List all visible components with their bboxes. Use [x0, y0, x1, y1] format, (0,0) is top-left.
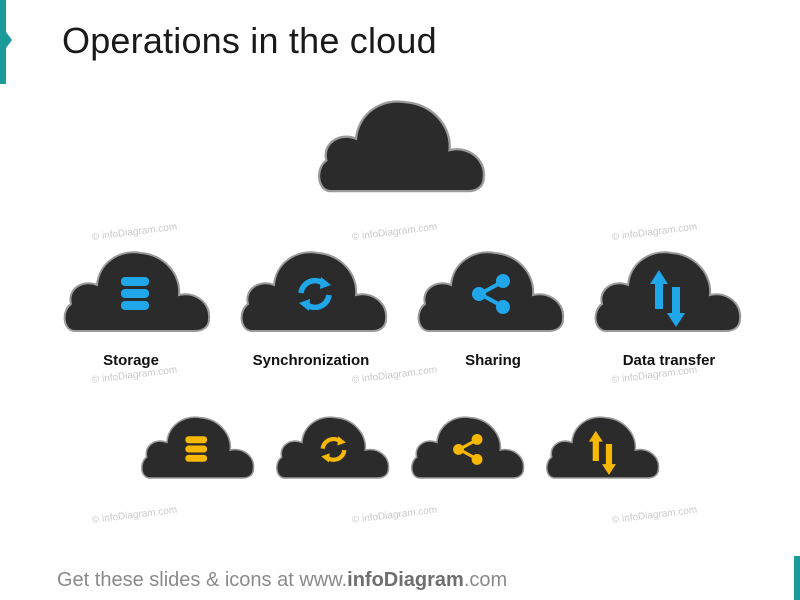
- storage-cloud-icon: [63, 251, 211, 332]
- sharing-cloud-icon: [417, 251, 565, 332]
- synchronization-cloud-icon: [240, 251, 388, 332]
- database-icon: [121, 277, 149, 310]
- storage-cloud-small-icon: [141, 416, 255, 479]
- accent-notch: [6, 32, 12, 48]
- footer-brand: infoDiagram: [347, 569, 464, 591]
- watermark: © infoDiagram.com: [91, 504, 178, 526]
- synchronization-cloud-small-icon: [276, 416, 390, 479]
- main-cloud-icon: [317, 100, 486, 193]
- share-icon: [453, 433, 483, 465]
- accent-bar-left: [0, 0, 6, 84]
- page-title: Operations in the cloud: [62, 20, 437, 61]
- synchronization-label: Synchronization: [252, 352, 370, 369]
- storage-label: Storage: [103, 352, 159, 369]
- share-icon: [472, 274, 510, 314]
- data-transfer-cloud-small-icon: [546, 416, 660, 479]
- footer-link[interactable]: Get these slides & icons at www.infoDiag…: [57, 569, 507, 592]
- footer-suffix: .com: [463, 569, 508, 591]
- data-transfer-cloud-icon: [594, 251, 742, 332]
- data-transfer-icon: [650, 270, 685, 327]
- data-transfer-label: Data transfer: [622, 352, 716, 369]
- data-transfer-icon: [588, 430, 616, 475]
- accent-bar-right: [794, 556, 800, 600]
- sharing-cloud-small-icon: [411, 416, 525, 479]
- watermark: © infoDiagram.com: [351, 504, 438, 526]
- database-icon: [185, 436, 208, 462]
- footer-prefix: Get these slides & icons at www.: [57, 569, 348, 591]
- sharing-label: Sharing: [465, 352, 521, 369]
- watermark: © infoDiagram.com: [611, 504, 698, 526]
